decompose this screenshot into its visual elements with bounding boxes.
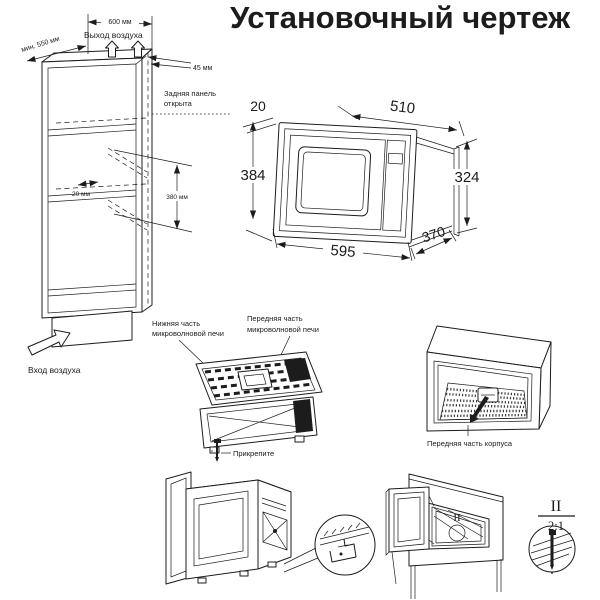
detail-mark: II [551, 498, 562, 515]
pointer-arrow-icon [470, 396, 489, 423]
cabinet-width-value: 600 мм [108, 19, 131, 26]
hinged-door [385, 486, 435, 585]
overlap-value: 20 [250, 98, 266, 114]
niche-height-value: 380 мм [166, 194, 188, 201]
rear-panel-note: Задняя панель открыта [152, 89, 230, 115]
door-installation-diagram: II [385, 473, 504, 599]
detail-callout: II 2:1 [528, 498, 576, 574]
front-part-label-line1: Передняя часть [247, 314, 303, 323]
bottom-opening [237, 368, 273, 391]
bottom-part-label-line1: Нижняя часть [152, 319, 200, 328]
rear-panel-line2: открыта [164, 99, 193, 108]
dim-body-width: 510 [337, 98, 465, 137]
height-value: 384 [240, 167, 265, 184]
dim-top-gap: 45 мм [147, 55, 213, 72]
control-panel [382, 139, 406, 232]
attach-label: Прикрепите [233, 449, 274, 458]
width-value: 595 [330, 242, 356, 261]
depth-value: 370 [420, 223, 447, 246]
bottom-part-label-line2: микроволновой печи [152, 329, 224, 338]
air-inlet-arrow-icon [27, 329, 71, 356]
bracket-detail-circle [314, 514, 376, 576]
door-window [295, 146, 372, 217]
cabinet-diagram: 600 мм Выход воздуха мин. 550 мм 45 мм З… [21, 14, 230, 375]
dim-cabinet-width: 600 мм [87, 14, 153, 92]
air-up-arrow-icon [131, 40, 145, 58]
detail-mark-circle [448, 524, 466, 542]
air-outlet: Выход воздуха [84, 30, 145, 58]
dim-niche-height: 380 мм [113, 149, 193, 233]
housing-box-diagram: Передняя часть корпуса [426, 325, 552, 448]
dim-height: 384 [239, 122, 273, 242]
dim-body-height: 324 [453, 138, 482, 234]
body-height-value: 324 [454, 169, 479, 186]
dim-width: 595 [272, 228, 413, 262]
rear-panel-line1: Задняя панель [164, 89, 216, 98]
air-up-arrow-icon [105, 40, 119, 58]
body-width-value: 510 [389, 98, 416, 118]
dim-depth: 370 [410, 223, 457, 260]
top-gap-value: 45 мм [193, 65, 213, 72]
shelf-gap-value: 20 мм [72, 191, 91, 198]
exploded-bottom-diagram: Нижняя часть микроволновой печи Передняя… [152, 314, 323, 462]
air-outlet-label: Выход воздуха [84, 30, 143, 40]
screw-icon [211, 439, 221, 462]
housing-label: Передняя часть корпуса [427, 439, 513, 448]
hook-bracket [329, 538, 357, 563]
mounting-assembly-diagram [165, 471, 376, 585]
screw-through-panels-icon [549, 530, 556, 574]
display [387, 152, 404, 165]
shelf-back-dashed [55, 117, 147, 190]
front-view-diagram: 20 384 324 510 595 [239, 98, 482, 262]
front-part-label-line2: микроволновой печи [247, 325, 319, 334]
air-inlet-label: Вход воздуха [28, 365, 81, 375]
detail-mark-small: II [453, 512, 461, 524]
page-title: Установочный чертеж [230, 0, 571, 35]
oven-front [272, 122, 418, 244]
fan-icon [262, 511, 288, 551]
air-inlet: Вход воздуха [27, 329, 81, 375]
oven-door [193, 490, 249, 567]
dim-shelf-gap: 20 мм [72, 180, 99, 198]
